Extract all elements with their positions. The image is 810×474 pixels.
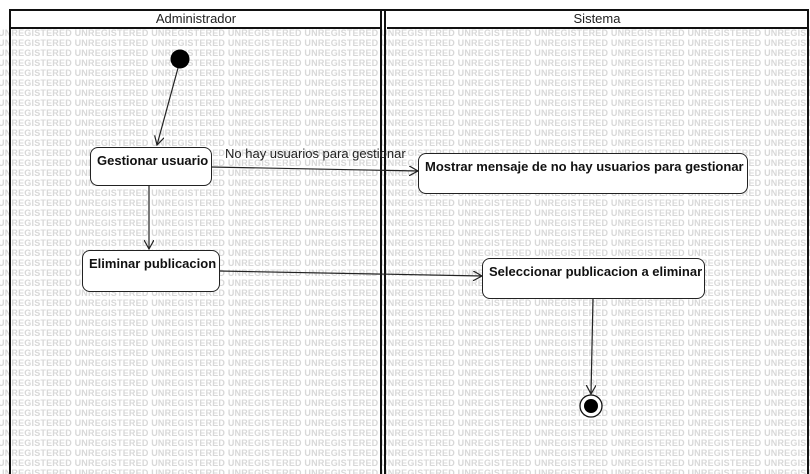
watermark-row: UNREGISTERED UNREGISTERED UNREGISTERED U… [0,38,810,48]
watermark-row: UNREGISTERED UNREGISTERED UNREGISTERED U… [0,158,810,168]
watermark-row: UNREGISTERED UNREGISTERED UNREGISTERED U… [0,428,810,438]
watermark-row: UNREGISTERED UNREGISTERED UNREGISTERED U… [0,168,810,178]
swimlane-frames [9,9,809,474]
edge-eliminar-to-seleccionar [218,270,482,276]
watermark-row: UNREGISTERED UNREGISTERED UNREGISTERED U… [0,138,810,148]
action-label: Seleccionar publicacion a eliminar [489,264,703,279]
watermark-row: UNREGISTERED UNREGISTERED UNREGISTERED U… [0,368,810,378]
edge-label-no-hay-usuarios: No hay usuarios para gestionar [225,146,406,161]
watermark-row: UNREGISTERED UNREGISTERED UNREGISTERED U… [0,408,810,418]
watermark-row: UNREGISTERED UNREGISTERED UNREGISTERED U… [0,28,810,38]
watermark-row: UNREGISTERED UNREGISTERED UNREGISTERED U… [0,218,810,228]
action-label: Eliminar publicacion [89,256,217,271]
action-seleccionar-publicacion: Seleccionar publicacion a eliminar [482,258,705,299]
watermark-row: UNREGISTERED UNREGISTERED UNREGISTERED U… [0,228,810,238]
action-mostrar-mensaje: Mostrar mensaje de no hay usuarios para … [418,153,748,194]
watermark-row: UNREGISTERED UNREGISTERED UNREGISTERED U… [0,78,810,88]
watermark-row: UNREGISTERED UNREGISTERED UNREGISTERED U… [0,348,810,358]
watermark-row: UNREGISTERED UNREGISTERED UNREGISTERED U… [0,208,810,218]
watermark-row: UNREGISTERED UNREGISTERED UNREGISTERED U… [0,128,810,138]
watermark-row: UNREGISTERED UNREGISTERED UNREGISTERED U… [0,328,810,338]
action-label: Mostrar mensaje de no hay usuarios para … [425,159,744,174]
watermark-row: UNREGISTERED UNREGISTERED UNREGISTERED U… [0,58,810,68]
watermark-row: UNREGISTERED UNREGISTERED UNREGISTERED U… [0,378,810,388]
unregistered-watermark: UNREGISTERED UNREGISTERED UNREGISTERED U… [0,28,810,474]
action-gestionar-usuario: Gestionar usuario [90,147,212,186]
watermark-row: UNREGISTERED UNREGISTERED UNREGISTERED U… [0,68,810,78]
edge-seleccionar-to-final [591,297,593,394]
action-label: Gestionar usuario [97,153,209,168]
watermark-row: UNREGISTERED UNREGISTERED UNREGISTERED U… [0,188,810,198]
watermark-row: UNREGISTERED UNREGISTERED UNREGISTERED U… [0,418,810,428]
watermark-row: UNREGISTERED UNREGISTERED UNREGISTERED U… [0,458,810,468]
watermark-row: UNREGISTERED UNREGISTERED UNREGISTERED U… [0,338,810,348]
watermark-row: UNREGISTERED UNREGISTERED UNREGISTERED U… [0,88,810,98]
watermark-row: UNREGISTERED UNREGISTERED UNREGISTERED U… [0,118,810,128]
watermark-row: UNREGISTERED UNREGISTERED UNREGISTERED U… [0,318,810,328]
action-eliminar-publicacion: Eliminar publicacion [82,250,220,292]
swimlane-header-sistema: Sistema [573,11,621,26]
watermark-row: UNREGISTERED UNREGISTERED UNREGISTERED U… [0,268,810,278]
watermark-row: UNREGISTERED UNREGISTERED UNREGISTERED U… [0,98,810,108]
initial-node [170,49,190,69]
watermark-row: UNREGISTERED UNREGISTERED UNREGISTERED U… [0,48,810,58]
watermark-row: UNREGISTERED UNREGISTERED UNREGISTERED U… [0,448,810,458]
watermark-row: UNREGISTERED UNREGISTERED UNREGISTERED U… [0,148,810,158]
edge-initial-to-gestionar [157,67,179,145]
watermark-row: UNREGISTERED UNREGISTERED UNREGISTERED U… [0,388,810,398]
watermark-row: UNREGISTERED UNREGISTERED UNREGISTERED U… [0,278,810,288]
watermark-row: UNREGISTERED UNREGISTERED UNREGISTERED U… [0,258,810,268]
watermark-row: UNREGISTERED UNREGISTERED UNREGISTERED U… [0,468,810,474]
watermark-row: UNREGISTERED UNREGISTERED UNREGISTERED U… [0,358,810,368]
watermark-row: UNREGISTERED UNREGISTERED UNREGISTERED U… [0,238,810,248]
watermark-row: UNREGISTERED UNREGISTERED UNREGISTERED U… [0,248,810,258]
watermark-row: UNREGISTERED UNREGISTERED UNREGISTERED U… [0,438,810,448]
watermark-row: UNREGISTERED UNREGISTERED UNREGISTERED U… [0,308,810,318]
watermark-row: UNREGISTERED UNREGISTERED UNREGISTERED U… [0,398,810,408]
watermark-row: UNREGISTERED UNREGISTERED UNREGISTERED U… [0,298,810,308]
watermark-row: UNREGISTERED UNREGISTERED UNREGISTERED U… [0,108,810,118]
watermark-row: UNREGISTERED UNREGISTERED UNREGISTERED U… [0,198,810,208]
edge-gestionar-to-mostrar [210,167,418,171]
swimlane-header-administrador: Administrador [155,11,237,26]
watermark-row: UNREGISTERED UNREGISTERED UNREGISTERED U… [0,288,810,298]
watermark-row: UNREGISTERED UNREGISTERED UNREGISTERED U… [0,178,810,188]
final-node [579,394,603,418]
